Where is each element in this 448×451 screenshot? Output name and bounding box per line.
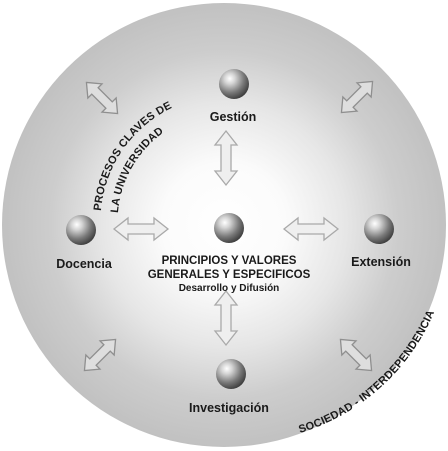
node-label-bottom: Investigación (189, 401, 269, 415)
center-subtitle: Desarrollo y Difusión (179, 283, 280, 294)
sphere-left (66, 215, 96, 245)
sphere-right (364, 214, 394, 244)
sphere-bottom (216, 359, 246, 389)
sphere-center (214, 213, 244, 243)
sphere-top (219, 69, 249, 99)
node-label-right: Extensión (351, 255, 411, 269)
center-title-line1: PRINCIPIOS Y VALORES (162, 255, 297, 267)
node-label-top: Gestión (210, 110, 257, 124)
node-label-left: Docencia (56, 257, 113, 271)
center-title-line2: GENERALES Y ESPECIFICOS (148, 269, 311, 281)
